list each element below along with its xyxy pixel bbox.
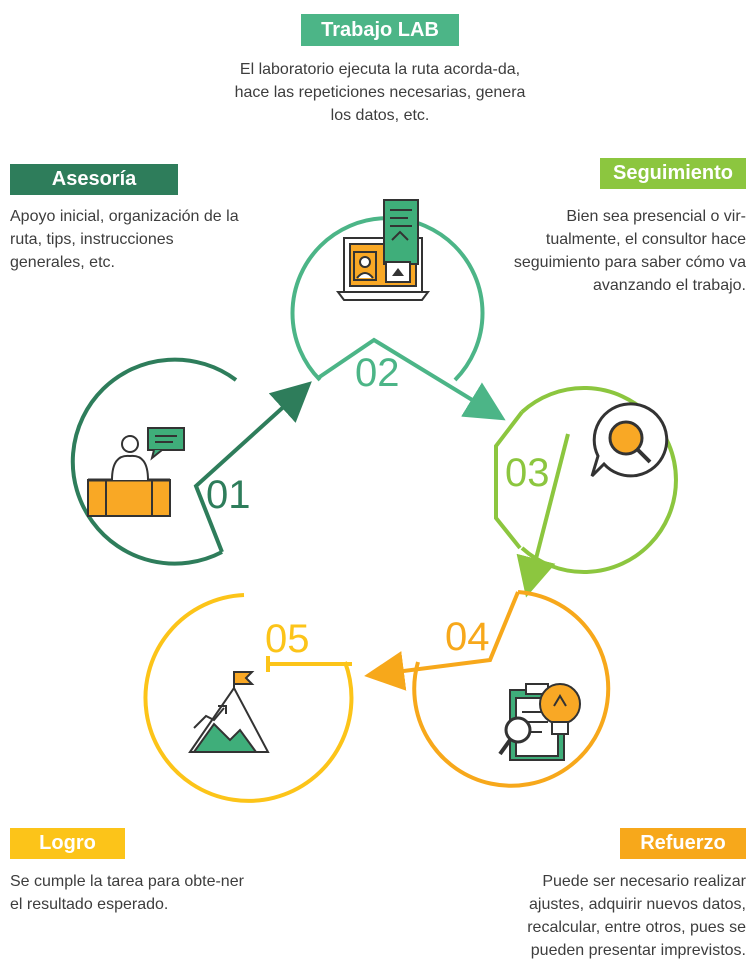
step-title: Asesoría <box>51 168 137 190</box>
step-label-trabajo-lab: Trabajo LAB <box>301 14 459 46</box>
step-circle-01: 01 <box>70 357 312 566</box>
step-title: Refuerzo <box>640 832 726 854</box>
step-description-seguimiento: Bien sea presencial o vir-tualmente, el … <box>513 208 746 294</box>
step-circle-03: 03 <box>494 386 678 598</box>
desk-person-chat-icon <box>87 427 185 517</box>
step-description-asesoria: Apoyo inicial, organización de la ruta, … <box>10 208 239 271</box>
chat-magnifier-icon <box>590 402 669 478</box>
clipboard-bulb-icon <box>498 683 581 761</box>
step-number-01: 01 <box>206 473 251 517</box>
laptop-document-icon <box>336 199 430 301</box>
step-circle-05: 05 <box>143 593 354 803</box>
step-title: Logro <box>39 832 96 854</box>
step-number-04: 04 <box>445 615 490 659</box>
step-circle-04: 04 <box>364 590 611 788</box>
mountain-flag-icon <box>188 671 270 753</box>
step-number-03: 03 <box>505 451 550 495</box>
step-number-02: 02 <box>355 351 400 395</box>
step-number-05: 05 <box>265 617 310 661</box>
step-title: Trabajo LAB <box>321 18 439 41</box>
step-description-logro: Se cumple la tarea para obte-ner el resu… <box>10 873 244 913</box>
step-title: Seguimiento <box>612 162 733 184</box>
step-description-trabajo-lab: El laboratorio ejecuta la ruta acorda-da… <box>234 61 526 124</box>
step-description-refuerzo: Puede ser necesario realizar ajustes, ad… <box>527 873 746 959</box>
step-label-logro: Logro <box>10 828 125 859</box>
step-label-asesoria: Asesoría <box>10 164 178 195</box>
step-label-seguimiento: Seguimiento <box>600 158 746 189</box>
step-label-refuerzo: Refuerzo <box>620 828 746 859</box>
